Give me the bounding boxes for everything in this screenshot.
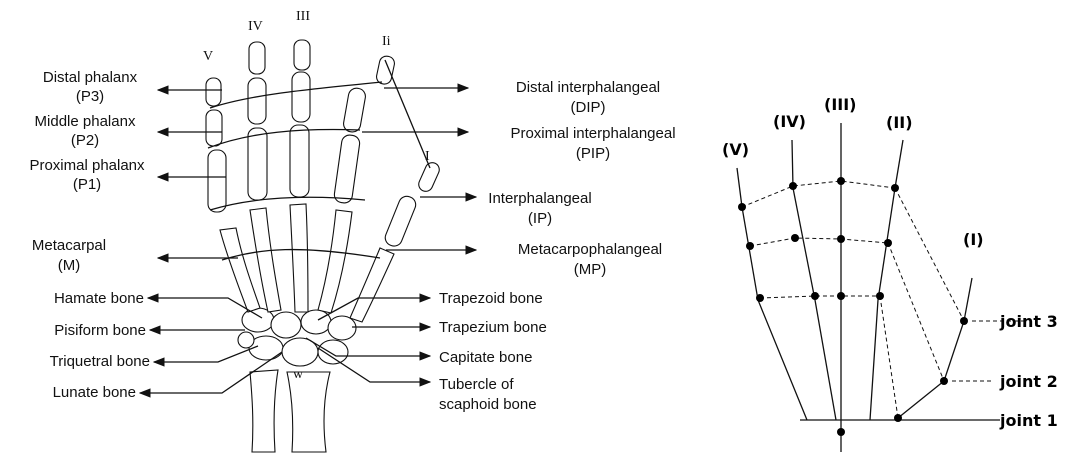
joint-1-label: joint 1: [999, 411, 1058, 430]
finger-numeral-2: Ii: [382, 34, 391, 49]
label-triquetral-bone: Triquetral bone: [50, 353, 150, 370]
joint-dot: [756, 294, 764, 302]
joint-dot: [940, 377, 948, 385]
label-trapezium-bone: Trapezium bone: [439, 319, 547, 336]
model-joint-dashes: [742, 181, 1025, 420]
joint-dot: [960, 317, 968, 325]
middle-phalanges: [206, 72, 367, 146]
joint-dot: [811, 292, 819, 300]
label-middle-phalanx-code: (P2): [71, 132, 99, 149]
joint-dot: [837, 177, 845, 185]
metacarpal-bones: [220, 204, 394, 322]
label-metacarpal: Metacarpal: [32, 237, 106, 254]
label-capitate-bone: Capitate bone: [439, 349, 532, 366]
label-distal-phalanx-code: (P3): [76, 88, 104, 105]
joint-2-label: joint 2: [999, 372, 1058, 391]
model-finger-label-5: (V): [722, 140, 749, 159]
joint-dot: [884, 239, 892, 247]
finger-numeral-1: I: [425, 149, 430, 164]
label-metacarpophalangeal-code: (MP): [574, 261, 607, 278]
label-proximal-phalanx: Proximal phalanx: [29, 157, 145, 174]
joint-dot: [746, 242, 754, 250]
label-interphalangeal-code: (IP): [528, 210, 552, 227]
right-joint-labels: Distal interphalangeal (DIP) Proximal in…: [488, 79, 675, 278]
finger-numeral-3: III: [296, 9, 310, 24]
joint-dot: [789, 182, 797, 190]
label-scaphoid-bone: scaphoid bone: [439, 396, 537, 413]
joint-3-label: joint 3: [999, 312, 1058, 331]
model-finger-label-1: (I): [963, 230, 984, 249]
model-bone-lines: [737, 123, 1000, 452]
joint-dot: [791, 234, 799, 242]
label-distal-interphalangeal: Distal interphalangeal: [516, 79, 660, 96]
wrist-dot: [837, 428, 845, 436]
model-finger-label-4: (IV): [773, 112, 806, 131]
model-joint-dots: [738, 177, 968, 436]
joint-dot: [894, 414, 902, 422]
joint-dot: [738, 203, 746, 211]
label-middle-phalanx: Middle phalanx: [35, 113, 136, 130]
label-pisiform-bone: Pisiform bone: [54, 322, 146, 339]
label-metacarpal-code: (M): [58, 257, 81, 274]
label-lunate-bone: Lunate bone: [53, 384, 136, 401]
arrow-triquetral-bone: [154, 346, 258, 362]
label-proximal-phalanx-code: (P1): [73, 176, 101, 193]
finger-numeral-5: V: [203, 49, 213, 64]
distal-phalanges: [206, 40, 441, 194]
model-finger-label-2: (II): [886, 113, 913, 132]
label-distal-interphalangeal-code: (DIP): [571, 99, 606, 116]
finger-numeral-4: IV: [248, 19, 263, 34]
label-proximal-interphalangeal: Proximal interphalangeal: [510, 125, 675, 142]
joint-dot: [837, 292, 845, 300]
left-carpal-labels: Hamate bone Pisiform bone Triquetral bon…: [50, 290, 150, 401]
carpal-bones: [238, 308, 356, 366]
wrist-label: w: [293, 367, 304, 382]
hand-skeleton-drawing: [206, 40, 441, 452]
label-tubercle-of: Tubercle of: [439, 376, 514, 393]
joint-dot: [876, 292, 884, 300]
right-carpal-labels: Trapezoid bone Trapezium bone Capitate b…: [439, 290, 547, 413]
joint-dot: [891, 184, 899, 192]
model-finger-label-3: (III): [824, 95, 856, 114]
label-metacarpophalangeal: Metacarpophalangeal: [518, 241, 662, 258]
ulna-bone: [250, 370, 278, 452]
joint-dot: [837, 235, 845, 243]
label-hamate-bone: Hamate bone: [54, 290, 144, 307]
left-bone-labels: Distal phalanx (P3) Middle phalanx (P2) …: [29, 69, 145, 274]
label-distal-phalanx: Distal phalanx: [43, 69, 138, 86]
label-interphalangeal: Interphalangeal: [488, 190, 591, 207]
label-proximal-interphalangeal-code: (PIP): [576, 145, 610, 162]
hand-kinematic-model: (V) (IV) (III) (II) (I) joint 3 joint 2 …: [722, 95, 1058, 452]
radius-bone: [287, 372, 330, 452]
proximal-phalanges: [208, 125, 418, 248]
label-trapezoid-bone: Trapezoid bone: [439, 290, 543, 307]
